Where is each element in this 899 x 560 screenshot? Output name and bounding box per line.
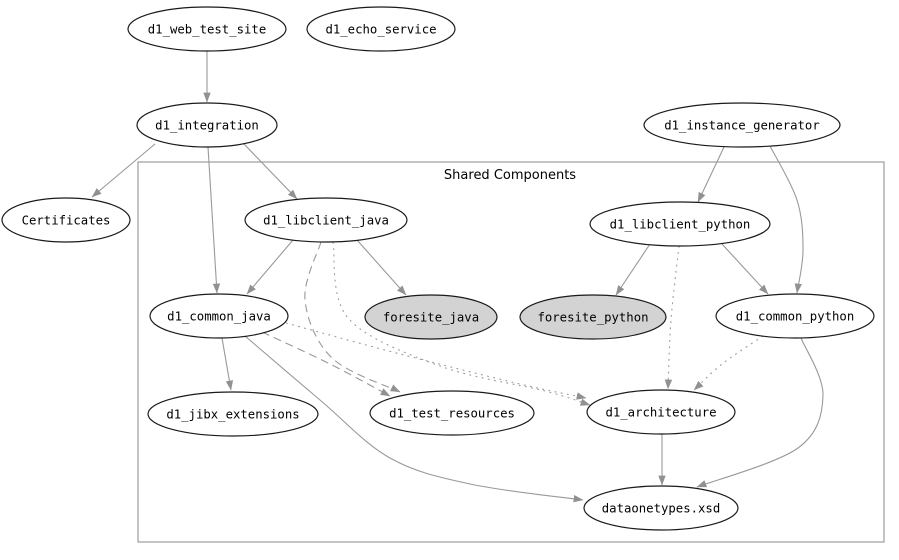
node-d1_web_test_site: d1_web_test_site <box>127 6 287 52</box>
edge-d1_libclient_python-to-foresite_python <box>615 243 651 296</box>
node-ellipse <box>306 6 456 52</box>
node-d1_echo_service: d1_echo_service <box>306 6 456 52</box>
node-label: d1_echo_service <box>325 22 436 36</box>
node-dataonetypes.xsd: dataonetypes.xsd <box>583 485 739 531</box>
node-label: d1_web_test_site <box>148 22 266 36</box>
cluster-label: Shared Components <box>444 168 576 183</box>
node-ellipse <box>583 485 739 531</box>
node-Certificates: Certificates <box>1 197 131 243</box>
node-ellipse <box>364 294 498 340</box>
node-ellipse <box>715 293 875 339</box>
node-label: d1_integration <box>155 118 259 132</box>
node-foresite_python: foresite_python <box>519 294 667 340</box>
node-ellipse <box>519 294 667 340</box>
node-d1_libclient_java: d1_libclient_java <box>244 197 408 243</box>
edge-d1_libclient_java-to-d1_common_java <box>246 239 294 295</box>
node-d1_libclient_python: d1_libclient_python <box>589 201 771 247</box>
edge-d1_common_java-to-d1_jibx_extensions <box>221 337 234 391</box>
edge-d1_libclient_python-to-d1_architecture <box>664 245 680 390</box>
node-ellipse <box>244 197 408 243</box>
edge-d1_common_python-to-d1_architecture <box>693 335 764 391</box>
edge-d1_libclient_java-to-d1_test_resources <box>304 241 401 393</box>
node-label: d1_instance_generator <box>664 118 819 132</box>
node-d1_jibx_extensions: d1_jibx_extensions <box>147 391 319 437</box>
edge-d1_libclient_java-to-d1_architecture <box>332 241 591 406</box>
node-d1_common_python: d1_common_python <box>715 293 875 339</box>
edge-d1_integration-to-d1_libclient_java <box>242 142 298 200</box>
node-label: d1_libclient_python <box>610 217 751 231</box>
cluster-layer: Shared Components <box>137 161 885 543</box>
node-ellipse <box>147 391 319 437</box>
node-label: d1_libclient_java <box>263 213 389 227</box>
node-d1_test_resources: d1_test_resources <box>369 390 535 436</box>
edge-d1_instance_generator-to-d1_common_python <box>769 145 804 294</box>
node-label: d1_jibx_extensions <box>166 407 299 421</box>
node-d1_common_java: d1_common_java <box>149 293 289 339</box>
edge-d1_common_java-to-d1_test_resources <box>261 331 391 397</box>
node-ellipse <box>136 102 278 148</box>
edge-d1_common_python-to-dataonetypes.xsd <box>696 337 824 488</box>
node-d1_architecture: d1_architecture <box>586 389 736 435</box>
node-ellipse <box>149 293 289 339</box>
node-label: d1_test_resources <box>389 406 515 420</box>
node-ellipse <box>369 390 535 436</box>
node-d1_integration: d1_integration <box>136 102 278 148</box>
node-label: d1_common_python <box>736 309 854 323</box>
node-label: dataonetypes.xsd <box>602 501 720 515</box>
node-label: d1_common_java <box>167 309 271 323</box>
node-foresite_java: foresite_java <box>364 294 498 340</box>
node-ellipse <box>589 201 771 247</box>
edge-d1_integration-to-Certificates <box>91 143 156 198</box>
edge-layer <box>91 51 824 503</box>
edge-d1_integration-to-d1_common_java <box>207 146 221 294</box>
node-label: d1_architecture <box>605 405 716 419</box>
edge-d1_libclient_java-to-foresite_java <box>356 239 407 296</box>
node-label: foresite_python <box>537 310 648 324</box>
edge-d1_instance_generator-to-d1_libclient_python <box>697 146 725 203</box>
node-ellipse <box>127 6 287 52</box>
node-label: foresite_java <box>383 310 479 324</box>
node-label: Certificates <box>22 213 111 227</box>
edge-d1_common_java-to-dataonetypes.xsd <box>244 335 584 503</box>
node-ellipse <box>586 389 736 435</box>
node-layer: d1_web_test_site d1_echo_service d1_integr… <box>1 6 875 531</box>
shared-components-cluster-box <box>137 161 885 543</box>
node-d1_instance_generator: d1_instance_generator <box>643 102 841 148</box>
node-ellipse <box>643 102 841 148</box>
node-ellipse <box>1 197 131 243</box>
edge-d1_libclient_python-to-d1_common_python <box>721 243 769 295</box>
